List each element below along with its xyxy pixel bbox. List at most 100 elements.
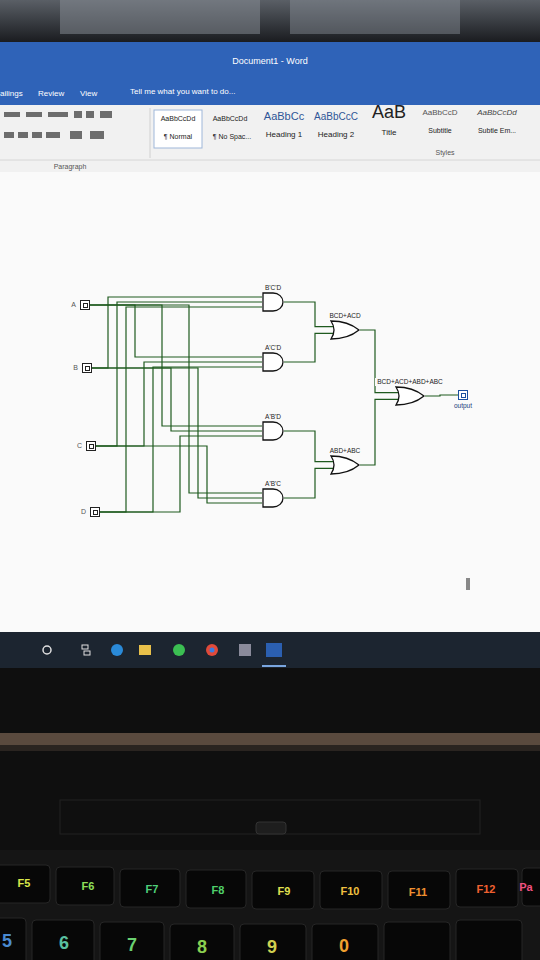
- output-name: output: [454, 402, 472, 410]
- key-legend: 9: [267, 938, 277, 958]
- ribbon-text: Paragraph: [54, 163, 87, 171]
- io-pin-inner: [83, 303, 88, 308]
- gate-outline: [396, 387, 424, 405]
- wire: [284, 333, 334, 362]
- io-pin-box: [80, 300, 90, 310]
- ribbon-text: View: [80, 90, 97, 99]
- gate-expression: A'C'D: [261, 344, 285, 352]
- gate-expression: ABD+ABC: [328, 447, 363, 455]
- gate-outline: [263, 353, 283, 371]
- or-gate-symbol: [330, 320, 360, 340]
- and-gate: A'C'D: [261, 344, 285, 372]
- io-pin-box: [458, 390, 468, 400]
- key-legend: F8: [212, 884, 225, 896]
- gate-expression: BCD+ACD: [327, 312, 362, 320]
- input-name: C: [77, 441, 82, 451]
- and-gate-symbol: [262, 421, 284, 441]
- ribbon-text: AaBbCcC: [314, 111, 358, 122]
- key-legend: 7: [127, 936, 137, 956]
- ribbon-text: AaB: [372, 103, 406, 123]
- wire: [90, 305, 262, 493]
- ribbon-text: Tell me what you want to do...: [130, 88, 235, 97]
- wire: [92, 368, 262, 498]
- gate-outline: [331, 321, 359, 339]
- key-legend: F5: [18, 877, 31, 889]
- wire: [90, 305, 262, 426]
- key-legend: F9: [278, 885, 291, 897]
- input-pin: B: [73, 363, 92, 373]
- input-pin: D: [81, 507, 100, 517]
- gate-expression: A'B'C: [261, 480, 285, 488]
- wire: [100, 436, 262, 512]
- key-legend: 6: [59, 934, 69, 954]
- and-gate-symbol: [262, 488, 284, 508]
- key-legend: F6: [82, 880, 95, 892]
- and-gate: A'B'C: [261, 480, 285, 508]
- key-legend: F7: [146, 883, 159, 895]
- key-legend: F11: [409, 886, 427, 898]
- ribbon-text: ¶ No Spac...: [213, 133, 251, 141]
- key-legend: 5: [2, 932, 12, 952]
- or-gate: ABD+ABC: [328, 447, 363, 475]
- io-pin-box: [82, 363, 92, 373]
- gate-outline: [331, 456, 359, 474]
- key-legend: F12: [477, 883, 496, 895]
- and-gate-symbol: [262, 292, 284, 312]
- ribbon-text: Title: [382, 129, 397, 138]
- gate-expression: BCD+ACD+ABD+ABC: [375, 378, 445, 386]
- input-name: D: [81, 507, 86, 517]
- wire: [96, 362, 262, 446]
- ribbon-text: ¶ Normal: [164, 133, 192, 141]
- ribbon-text: Heading 2: [318, 131, 354, 140]
- output-pin: output: [454, 390, 472, 410]
- key-legend: 0: [339, 937, 349, 957]
- ribbon-text: AaBbCcDd: [477, 109, 517, 118]
- ribbon-text: AaBbCcDd: [213, 115, 248, 123]
- ribbon-text: Review: [38, 90, 64, 99]
- wire: [360, 399, 399, 465]
- wire: [96, 302, 262, 446]
- key-legend: Pa: [519, 881, 532, 893]
- key-legend: F10: [341, 885, 360, 897]
- io-pin-box: [86, 441, 96, 451]
- wire: [96, 446, 262, 503]
- gate-expression: B'C'D: [261, 284, 285, 292]
- wire: [284, 431, 334, 462]
- input-name: A: [71, 300, 76, 310]
- gate-outline: [263, 422, 283, 440]
- key-legend: 8: [197, 938, 207, 958]
- wire: [100, 367, 262, 512]
- io-pin-box: [90, 507, 100, 517]
- and-gate: B'C'D: [261, 284, 285, 312]
- gate-expression: A'B'D: [261, 413, 285, 421]
- wire: [100, 307, 262, 512]
- wire: [92, 368, 262, 431]
- and-gate: A'B'D: [261, 413, 285, 441]
- window-title: Document1 - Word: [232, 57, 307, 67]
- wire: [90, 305, 262, 357]
- input-name: B: [73, 363, 78, 373]
- and-gate-symbol: [262, 352, 284, 372]
- gate-outline: [263, 489, 283, 507]
- ribbon-text: Heading 1: [266, 131, 302, 140]
- or-gate-symbol: [395, 386, 425, 406]
- wire: [284, 468, 334, 498]
- wire: [425, 395, 458, 396]
- or-gate-symbol: [330, 455, 360, 475]
- or-gate: BCD+ACD+ABD+ABC: [375, 378, 445, 406]
- io-pin-inner: [461, 393, 466, 398]
- or-gate: BCD+ACD: [327, 312, 362, 340]
- input-pin: C: [77, 441, 96, 451]
- ribbon-text: AaBbCc: [264, 110, 304, 122]
- ribbon-text: AaBbCcD: [422, 109, 457, 118]
- ribbon-text: Subtitle: [428, 127, 451, 135]
- io-pin-inner: [93, 510, 98, 515]
- ribbon-text: AaBbCcDd: [161, 115, 196, 123]
- ribbon-text: Subtle Em...: [478, 127, 516, 135]
- io-pin-inner: [89, 444, 94, 449]
- ribbon-text: ailings: [0, 90, 23, 99]
- input-pin: A: [71, 300, 90, 310]
- ribbon-text: Styles: [435, 149, 454, 157]
- gate-outline: [263, 293, 283, 311]
